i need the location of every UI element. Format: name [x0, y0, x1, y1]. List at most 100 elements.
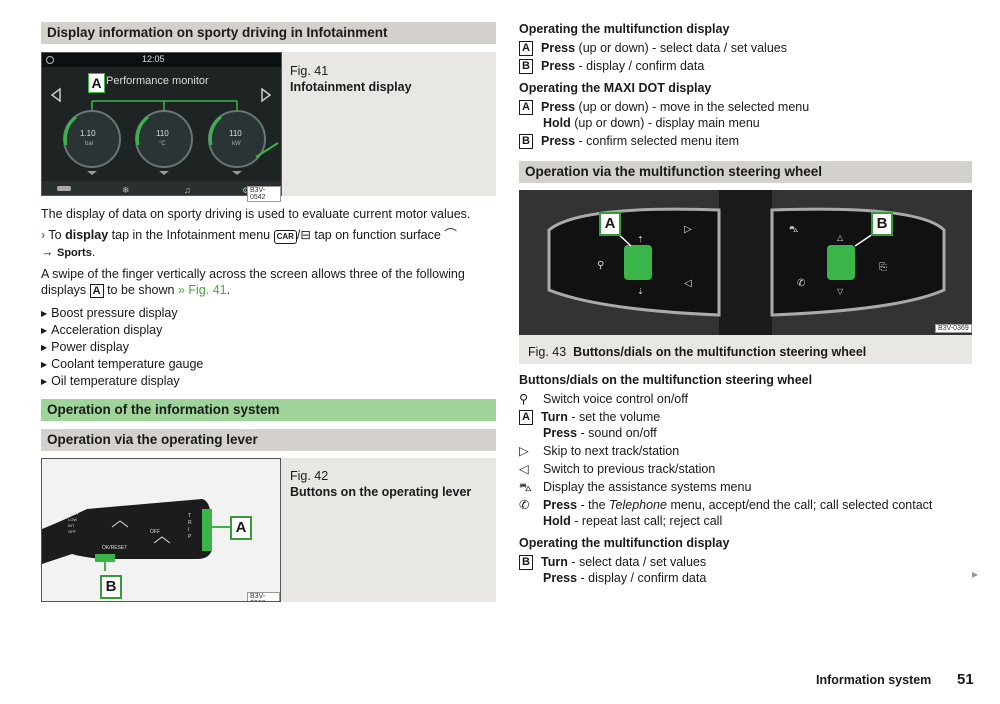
action-text: - display / confirm data — [575, 59, 705, 73]
intro-paragraph: The display of data on sporty driving is… — [41, 207, 471, 221]
instruction-row: ⚲Switch voice control on/off — [519, 391, 688, 407]
instruction-row: ◁Switch to previous track/station — [519, 461, 715, 477]
action-text-2: menu, accept/end the call; call selected… — [666, 498, 933, 512]
swipe-box-a: A — [89, 284, 104, 298]
key-box: B — [519, 59, 533, 74]
figure-code: B3V-0542 — [247, 186, 281, 202]
figure-41-label: Fig. 41 — [290, 64, 329, 78]
action-bold: Turn — [541, 555, 568, 569]
instruction-row: ✆ Press - the Telephone menu, accept/end … — [519, 497, 932, 513]
page-number: 51 — [957, 671, 974, 688]
figure-43-label: Fig. 43 — [528, 345, 567, 359]
svg-text:△: △ — [837, 233, 844, 242]
wheel-callout-a: A — [599, 212, 621, 236]
display-instruction: › To display tap in the Infotainment men… — [41, 227, 496, 261]
display-list: Boost pressure display Acceleration disp… — [41, 305, 203, 390]
svg-text:◁: ◁ — [684, 278, 692, 289]
infotainment-screen: ❄ ♫ ⚙ 12:05 A Performance monitor 1.10 b… — [41, 52, 282, 202]
infotainment-screen-graphic: ❄ ♫ ⚙ — [42, 53, 281, 195]
next-icon: ▷ — [519, 444, 529, 458]
figure-code: B3V-0368 — [247, 592, 280, 601]
svg-text:⇣: ⇣ — [637, 287, 644, 296]
green-chevron-icon: › — [41, 228, 46, 242]
swipe-line-2b: to be shown — [103, 283, 178, 297]
swipe-paragraph: A swipe of the finger vertically across … — [41, 266, 496, 298]
action-bold: Press — [541, 100, 576, 114]
svg-text:✆: ✆ — [797, 278, 805, 289]
action-text: (up or down) - select data / set values — [575, 41, 787, 55]
instruction-row: ⛍Display the assistance systems menu — [519, 479, 751, 495]
section-heading-operating-lever: Operation via the operating lever — [41, 429, 496, 451]
svg-text:♫: ♫ — [184, 185, 191, 195]
key-box: B — [519, 555, 533, 570]
action-text: (up or down) - move in the selected menu — [575, 100, 810, 114]
action-text: - the — [577, 498, 610, 512]
figure-43-title: Buttons/dials on the multifunction steer… — [573, 345, 867, 359]
gauge-temp-unit: °C — [159, 141, 166, 147]
subheading-maxi-dot: Operating the MAXI DOT display — [519, 81, 712, 95]
operating-lever-graphic: HIGH LOW INT OFF OK/RESET T R I P OFF — [42, 499, 232, 571]
lever-callout-b: B — [100, 575, 122, 599]
key-box: A — [519, 100, 533, 115]
action-bold: Press — [543, 426, 578, 440]
car-outline-icon: ⊟ — [300, 228, 311, 242]
action-text: - set the volume — [567, 410, 661, 424]
step-end: . — [91, 245, 96, 259]
svg-text:▽: ▽ — [837, 287, 844, 296]
step-mid3: tap on function surface — [310, 228, 445, 242]
section-heading-information-system: Operation of the information system — [41, 399, 496, 421]
step-slash: / — [296, 228, 301, 242]
gauge-temp-value: 110 — [156, 129, 169, 138]
action-text: - display / confirm data — [577, 571, 707, 585]
lever-callout-a: A — [230, 516, 252, 540]
gauge-boost-value: 1.10 — [80, 129, 96, 138]
svg-text:⇡: ⇡ — [637, 235, 644, 244]
swipe-end: . — [226, 283, 231, 297]
instruction-row: Press - display / confirm data — [519, 570, 706, 586]
svg-text:⚲: ⚲ — [597, 260, 604, 271]
screen-time: 12:05 — [142, 54, 165, 64]
action-bold: Hold — [543, 116, 571, 130]
figure-42-label: Fig. 42 — [290, 469, 329, 483]
subheading-multifunction-display: Operating the multifunction display — [519, 22, 730, 36]
screen-heading: Performance monitor — [106, 75, 209, 87]
svg-text:R: R — [188, 520, 192, 526]
action-italic: Telephone — [609, 498, 667, 512]
figure-43-caption: Fig. 43 Buttons/dials on the multifuncti… — [528, 344, 866, 360]
phone-icon: ✆ — [519, 498, 530, 512]
action-text: Skip to next track/station — [543, 444, 680, 458]
svg-text:I: I — [188, 527, 189, 533]
svg-text:LOW: LOW — [68, 517, 77, 522]
swipe-line-1: A swipe of the finger vertically across … — [41, 267, 465, 281]
figure-41-title: Infotainment display — [290, 80, 412, 94]
svg-text:HIGH: HIGH — [68, 511, 78, 516]
action-text: Switch voice control on/off — [543, 392, 688, 406]
instruction-row: ▷ Skip to next track/station — [519, 443, 679, 459]
step-arrow: → — [41, 245, 57, 259]
action-text: - select data / set values — [567, 555, 707, 569]
prev-icon: ◁ — [519, 462, 529, 476]
action-bold: Hold — [543, 514, 571, 528]
subheading-buttons-dials: Buttons/dials on the multifunction steer… — [519, 373, 813, 387]
action-bold: Press — [543, 571, 578, 585]
instruction-row: Hold (up or down) - display main menu — [519, 115, 760, 131]
list-item: Coolant temperature gauge — [41, 356, 203, 373]
svg-text:OFF: OFF — [150, 529, 160, 535]
instruction-row: Press - sound on/off — [519, 425, 657, 441]
svg-text:▷: ▷ — [684, 224, 692, 235]
action-bold: Press — [541, 134, 576, 148]
gauge-boost-unit: bar — [85, 141, 94, 147]
fig-41-link[interactable]: » Fig. 41 — [177, 283, 227, 297]
figure-code: B3V-0369 — [935, 324, 972, 333]
gauge-power-unit: kW — [232, 141, 241, 147]
swipe-line-2: displays — [41, 283, 90, 297]
list-item: Power display — [41, 339, 203, 356]
wheel-callout-b: B — [871, 212, 893, 236]
svg-text:❄: ❄ — [122, 185, 130, 195]
sports-car-icon: ⌒ — [444, 228, 457, 242]
step-mid: tap in the Infotainment menu — [108, 228, 274, 242]
action-bold: Press — [543, 498, 578, 512]
